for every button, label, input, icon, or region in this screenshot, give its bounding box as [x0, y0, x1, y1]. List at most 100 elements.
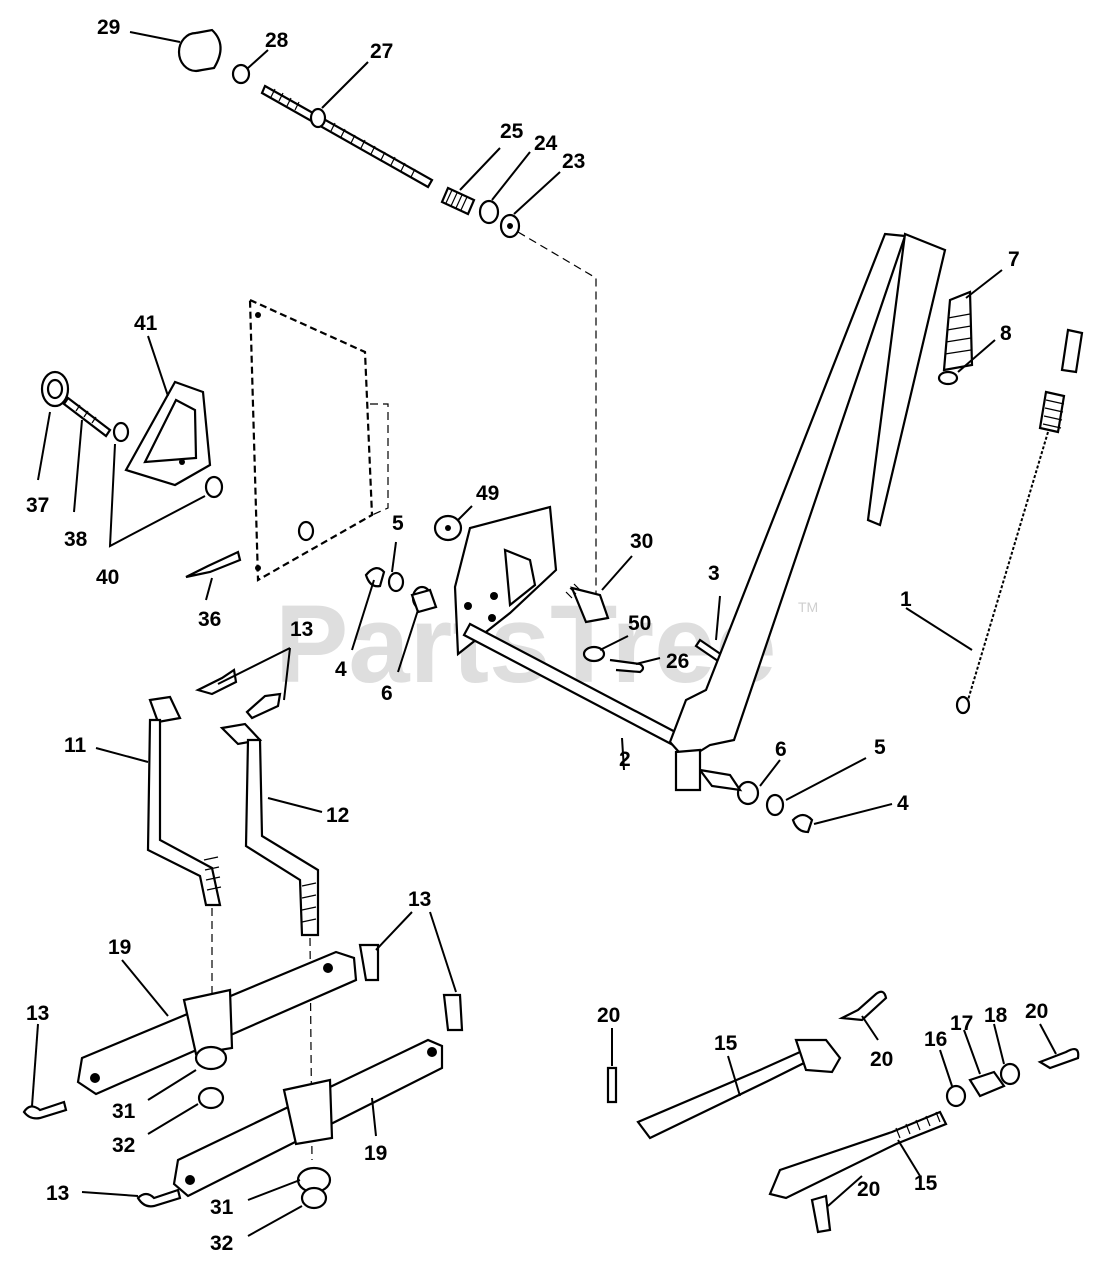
- nut-32-lower: [300, 1186, 328, 1210]
- callout-49: 49: [476, 482, 499, 505]
- clip-13-right-a: [358, 943, 380, 982]
- adjuster-rod-27: [260, 84, 434, 189]
- bolt-36: [185, 550, 242, 579]
- watermark-text: PartsTree: [275, 583, 776, 706]
- callout-28: 28: [265, 29, 289, 52]
- callout-38: 38: [64, 528, 88, 551]
- callout-1: 1: [900, 588, 912, 611]
- callout-18: 18: [984, 1004, 1008, 1027]
- callout-29: 29: [97, 16, 120, 39]
- ferrule-8: [937, 370, 959, 386]
- lift-arm-19-lower: [172, 1038, 444, 1198]
- washer-24: [478, 199, 500, 225]
- washer-5-left: [387, 571, 405, 593]
- washer-23: [499, 213, 521, 239]
- callout-32-lower: 32: [210, 1232, 233, 1255]
- trunnion-30: [565, 583, 610, 624]
- callout-23: 23: [562, 150, 585, 173]
- clip-13-right-b: [442, 993, 464, 1032]
- callout-20-left: 20: [597, 1004, 620, 1027]
- nut-28: [231, 63, 251, 85]
- handle-guide-41: [124, 380, 212, 487]
- link-11: [146, 695, 222, 907]
- callout-5-right: 5: [874, 736, 886, 759]
- callout-32-upper: 32: [112, 1134, 135, 1157]
- washer-31-upper: [194, 1045, 228, 1071]
- callout-13-upper: 13: [290, 618, 313, 641]
- callout-20-right: 20: [1025, 1000, 1048, 1023]
- callout-31-lower: 31: [210, 1196, 234, 1219]
- callout-13-left: 13: [26, 1002, 49, 1025]
- washer-49: [433, 514, 463, 542]
- clip-13-upper-a: [194, 668, 238, 696]
- swivel-17: [968, 1070, 1006, 1098]
- bolt-38: [62, 396, 112, 438]
- bushing-6-left: [410, 585, 438, 614]
- callout-40: 40: [96, 566, 119, 589]
- callout-6-left: 6: [381, 682, 393, 705]
- link-12: [219, 722, 320, 937]
- callout-3: 3: [708, 562, 720, 585]
- callout-24: 24: [534, 132, 558, 155]
- callout-5-left: 5: [392, 512, 404, 535]
- callout-16: 16: [924, 1028, 947, 1051]
- clip-20-upper: [838, 990, 888, 1022]
- knob-29: [177, 28, 222, 73]
- clip-4-left: [364, 567, 386, 588]
- callout-25: 25: [500, 120, 524, 143]
- clip-13-left: [22, 1100, 68, 1120]
- callout-19-upper: 19: [108, 936, 131, 959]
- rod-1: [955, 328, 1084, 715]
- callout-37: 37: [26, 494, 49, 517]
- spring-25: [440, 186, 476, 216]
- callout-8: 8: [1000, 322, 1012, 345]
- clip-13-bottom: [136, 1188, 182, 1208]
- cover-plate: [248, 298, 389, 582]
- callout-15-upper: 15: [714, 1032, 738, 1055]
- washer-5-right: [765, 793, 785, 817]
- bushing-6-right: [736, 780, 760, 806]
- washer-16: [945, 1084, 967, 1108]
- callout-12: 12: [326, 804, 349, 827]
- callout-19-lower: 19: [364, 1142, 387, 1165]
- callout-15-lower: 15: [914, 1172, 938, 1195]
- callout-50: 50: [628, 612, 651, 635]
- callout-31-upper: 31: [112, 1100, 136, 1123]
- watermark-trademark: TM: [798, 599, 818, 615]
- callout-20-bottom: 20: [857, 1178, 880, 1201]
- nut-32-upper: [197, 1086, 225, 1110]
- rod-15-upper: [636, 1038, 842, 1140]
- callout-30: 30: [630, 530, 653, 553]
- callout-41: 41: [134, 312, 158, 335]
- callout-36: 36: [198, 608, 221, 631]
- callout-13-right: 13: [408, 888, 431, 911]
- nut-18: [999, 1062, 1021, 1086]
- callout-17: 17: [950, 1012, 973, 1035]
- callout-26: 26: [666, 650, 689, 673]
- washer-40-upper: [112, 421, 130, 443]
- callout-4-left: 4: [335, 658, 347, 681]
- lift-arm-19-upper: [76, 950, 358, 1096]
- clip-4-right: [791, 813, 814, 834]
- clip-20-bottom: [810, 1194, 832, 1234]
- rod-15-lower: [768, 1110, 948, 1200]
- alignment-line-23-30: [517, 231, 597, 595]
- callout-6-right: 6: [775, 738, 787, 761]
- knob-37: [40, 370, 70, 408]
- callout-13-bottom: 13: [46, 1182, 69, 1205]
- lift-handle: [668, 232, 947, 792]
- mounting-bracket: [453, 505, 558, 657]
- callout-7: 7: [1008, 248, 1020, 271]
- callout-4-right: 4: [897, 792, 909, 815]
- shaft-end: [697, 768, 743, 792]
- callout-2: 2: [619, 748, 631, 771]
- nut-50: [582, 645, 606, 663]
- grip-7: [942, 290, 974, 372]
- clip-20-left: [606, 1066, 618, 1104]
- callout-20-upper: 20: [870, 1048, 893, 1071]
- clip-20-right: [1037, 1048, 1080, 1070]
- leader-lines: [31, 31, 1057, 1237]
- callout-27: 27: [370, 40, 393, 63]
